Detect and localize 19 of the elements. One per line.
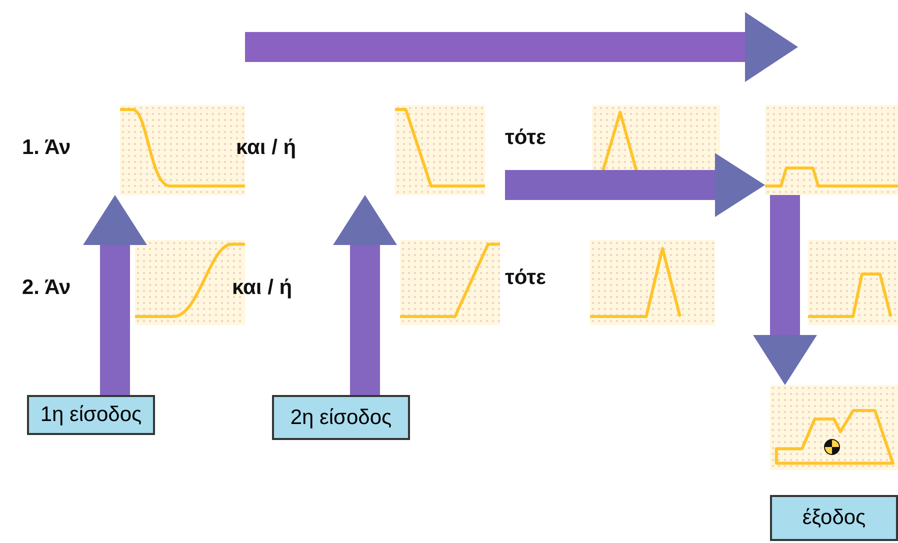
rule-word: και / ή xyxy=(232,276,292,300)
rule-word: τότε xyxy=(505,126,546,150)
membership-chart xyxy=(590,240,715,325)
label-box: 2η είσοδος xyxy=(272,395,410,440)
arrow xyxy=(505,153,765,217)
arrow xyxy=(83,195,147,395)
rule-word: 2. Άν xyxy=(22,276,71,300)
membership-chart xyxy=(808,240,898,325)
membership-chart xyxy=(400,240,500,325)
label-box: 1η είσοδος xyxy=(27,395,155,435)
membership-chart xyxy=(765,105,898,195)
rule-word: και / ή xyxy=(236,136,296,160)
rule-word: 1. Άν xyxy=(22,136,71,160)
arrow xyxy=(333,195,397,395)
label-box: έξοδος xyxy=(770,495,898,541)
arrow xyxy=(753,195,817,385)
output-chart xyxy=(770,385,898,470)
rule-word: τότε xyxy=(505,266,546,290)
membership-chart xyxy=(395,105,485,195)
